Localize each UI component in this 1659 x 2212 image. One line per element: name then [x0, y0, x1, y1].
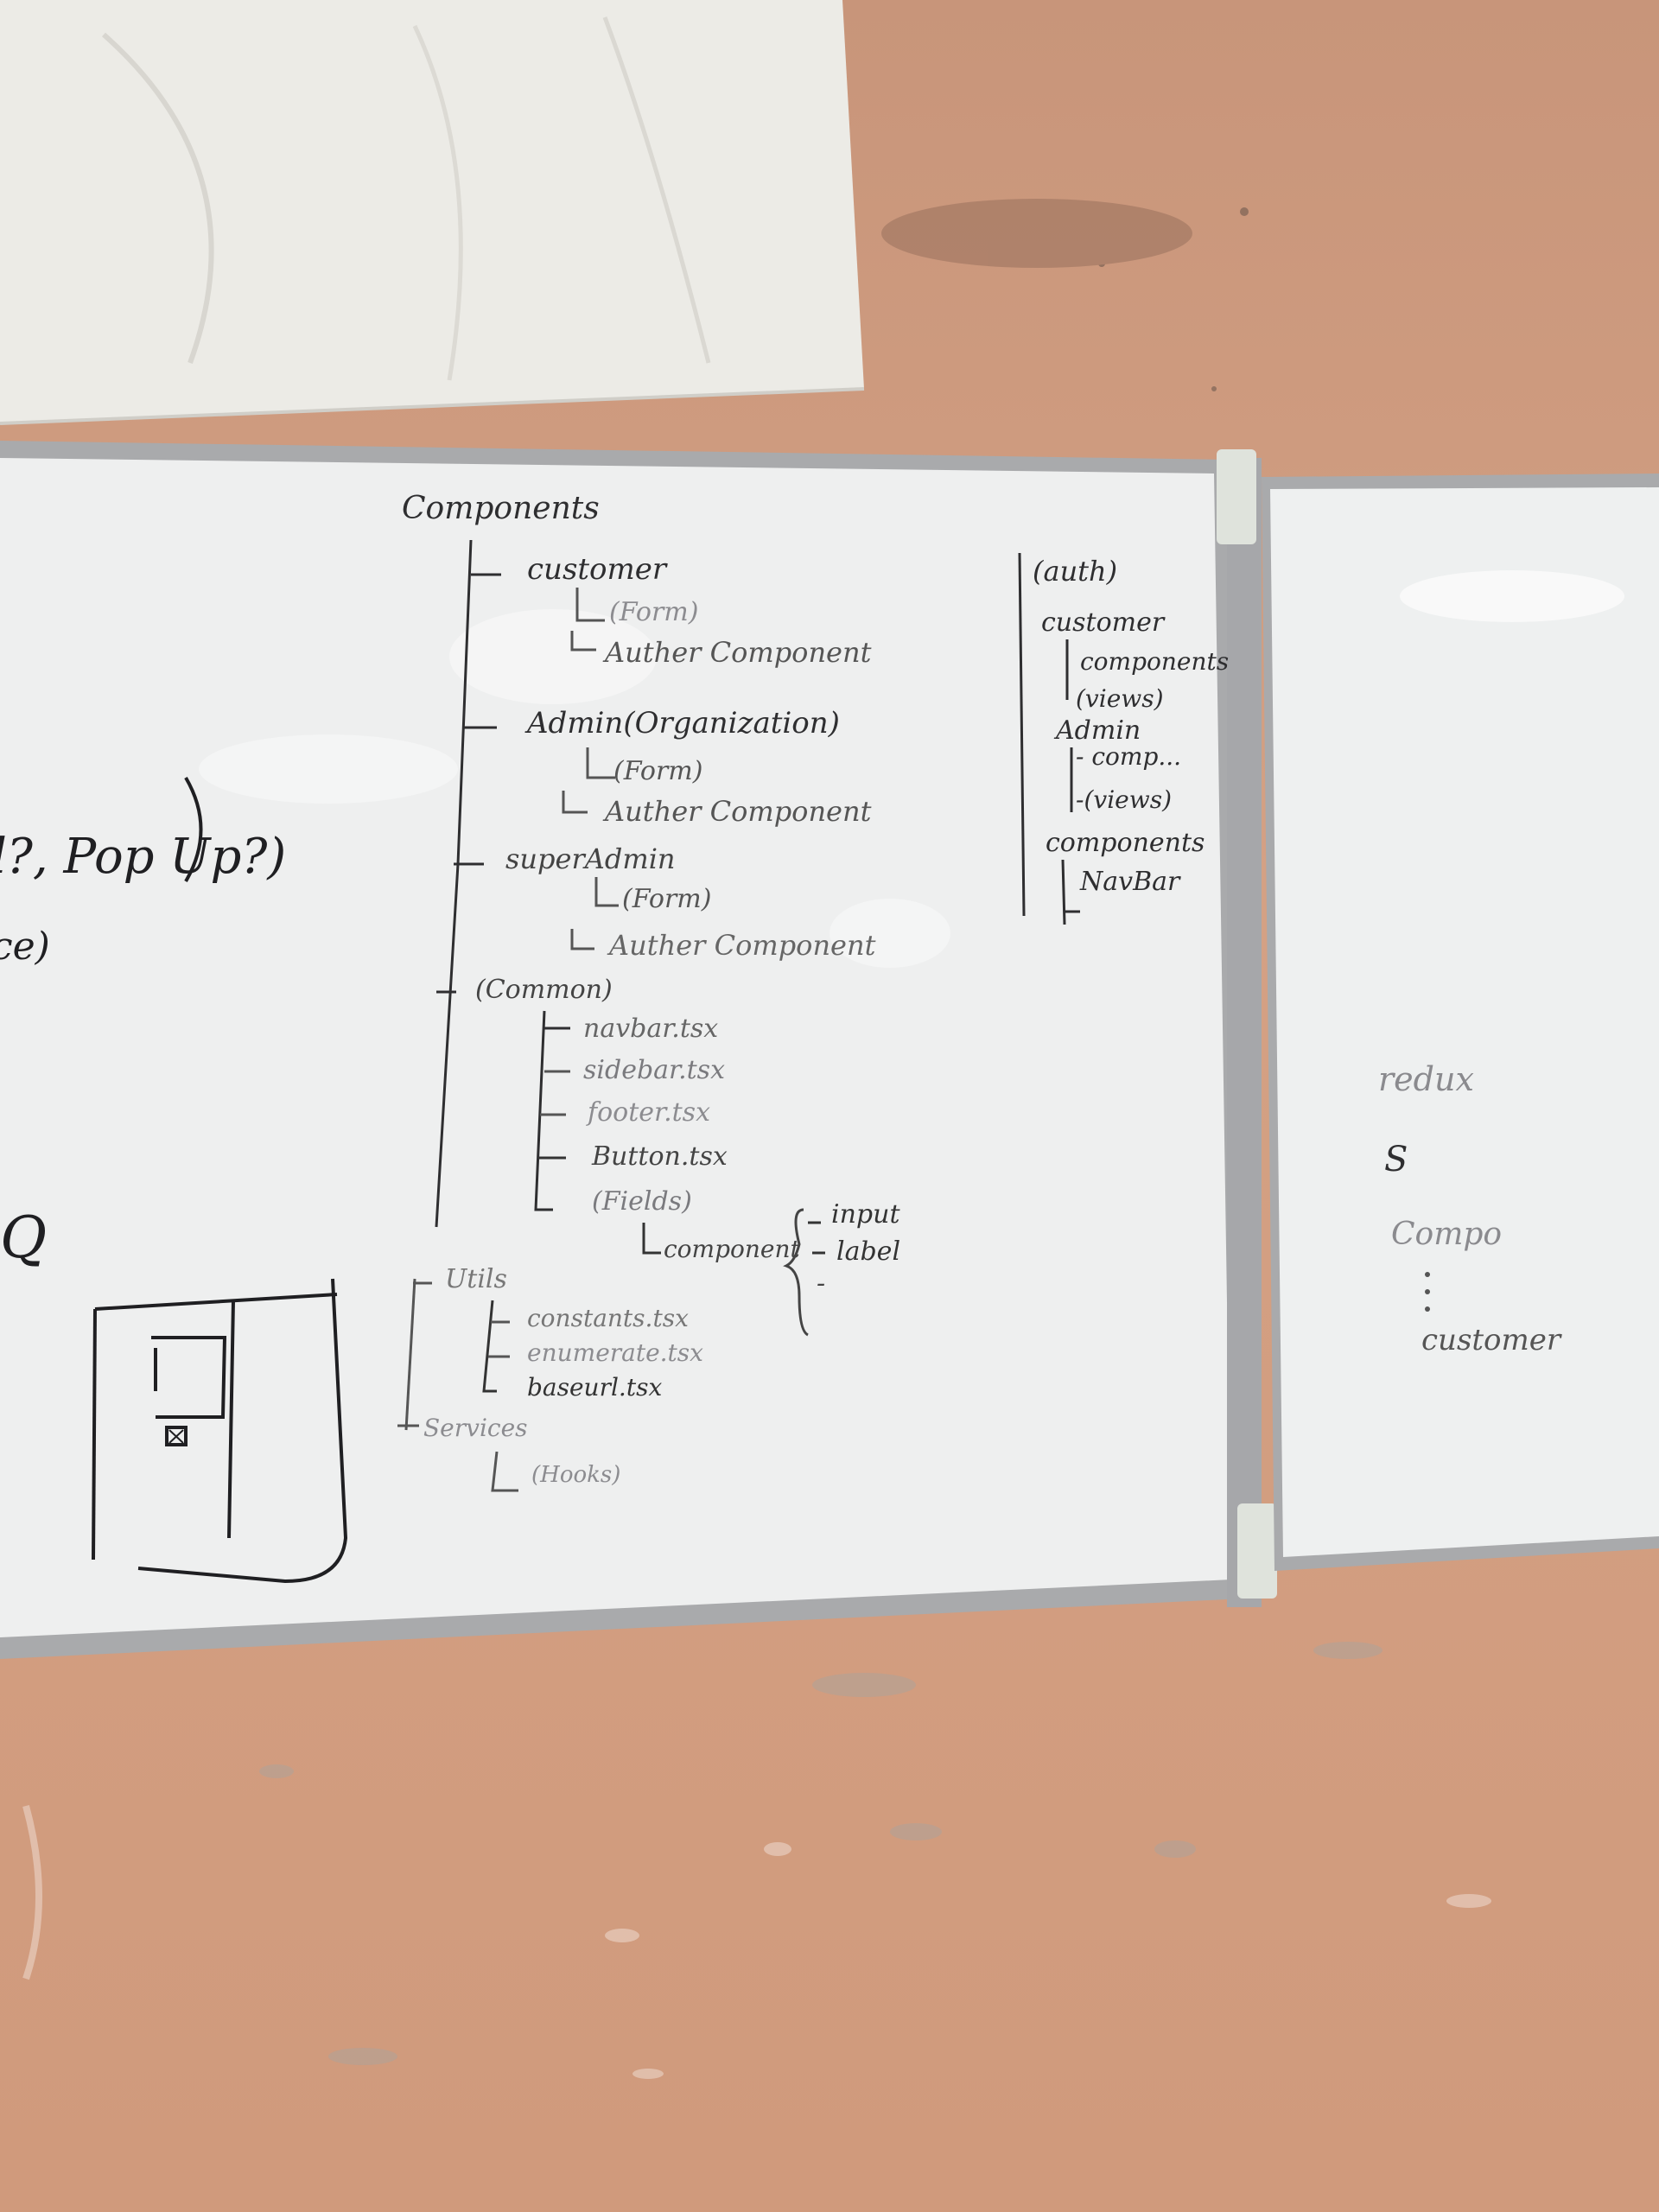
tree-fields-label: label: [836, 1236, 900, 1267]
hanging-cloth: [0, 0, 865, 425]
left-note-q: Q: [0, 1205, 47, 1271]
right-note-customer: customer: [1421, 1323, 1562, 1357]
tree-root-components: Components: [402, 491, 600, 526]
right-note-s: S: [1384, 1140, 1408, 1179]
tree2-customer: customer: [1041, 607, 1166, 638]
right-whiteboard: [1262, 474, 1659, 1571]
tree-utils: Utils: [445, 1264, 507, 1294]
tree-superadmin-form: (Form): [622, 884, 711, 914]
tree-superadmin: superAdmin: [505, 842, 676, 875]
secondary-folder-tree: (auth) customer components (views) Admin…: [1018, 552, 1229, 925]
tree2-admin-views: -(views): [1076, 785, 1172, 814]
left-note-ce: ce): [0, 925, 50, 969]
layout-sketch: [92, 1278, 348, 1584]
tree-common-fields: (Fields): [592, 1186, 692, 1217]
tree-utils-baseurl: baseurl.tsx: [527, 1373, 662, 1402]
tree2-navbar: NavBar: [1079, 867, 1181, 897]
tree-fields-input: input: [831, 1199, 900, 1230]
tree2-auth: (auth): [1033, 555, 1117, 588]
tree-fields-more: -: [817, 1268, 825, 1299]
tree-customer-auther: Auther Component: [602, 636, 872, 669]
tree-utils-enumerate: enumerate.tsx: [527, 1338, 703, 1367]
tree-superadmin-auther: Auther Component: [607, 929, 876, 962]
left-edge-notes: l?, Pop Up?) ce) Q: [0, 776, 286, 1271]
right-note-redux: redux: [1378, 1060, 1474, 1098]
right-board-notes: redux S Compo customer: [1378, 1060, 1562, 1357]
board-divider: [1217, 449, 1277, 1607]
tree2-admin: Admin: [1053, 715, 1141, 746]
tree2-admin-comp: - comp...: [1076, 742, 1181, 771]
wall-stains: [22, 199, 1491, 2079]
tree-fields-component: component: [664, 1235, 801, 1263]
right-note-compo: Compo: [1391, 1217, 1502, 1252]
tree-customer-form: (Form): [609, 597, 698, 627]
tree-services: Services: [423, 1414, 528, 1442]
tree2-customer-views: (views): [1076, 684, 1164, 713]
tree-admin-auther: Auther Component: [602, 795, 872, 828]
tree-utils-constants: constants.tsx: [527, 1304, 689, 1332]
tree-common: (Common): [475, 975, 613, 1005]
tree-common-button: Button.tsx: [591, 1141, 728, 1172]
tree-admin: Admin(Organization): [524, 706, 840, 741]
tree-common-navbar: navbar.tsx: [583, 1014, 718, 1044]
tree2-customer-components: components: [1080, 647, 1229, 676]
tree-common-footer: footer.tsx: [586, 1097, 710, 1128]
tree-common-sidebar: sidebar.tsx: [583, 1055, 725, 1085]
tree-admin-form: (Form): [613, 756, 702, 786]
main-folder-tree: Components customer (Form) Auther Compon…: [397, 491, 900, 1492]
tree2-components: components: [1046, 828, 1205, 858]
left-note-popup: l?, Pop Up?): [0, 829, 286, 885]
tree-customer: customer: [527, 552, 668, 587]
left-whiteboard: [0, 441, 1244, 1659]
tree-services-hooks: (Hooks): [531, 1462, 620, 1488]
